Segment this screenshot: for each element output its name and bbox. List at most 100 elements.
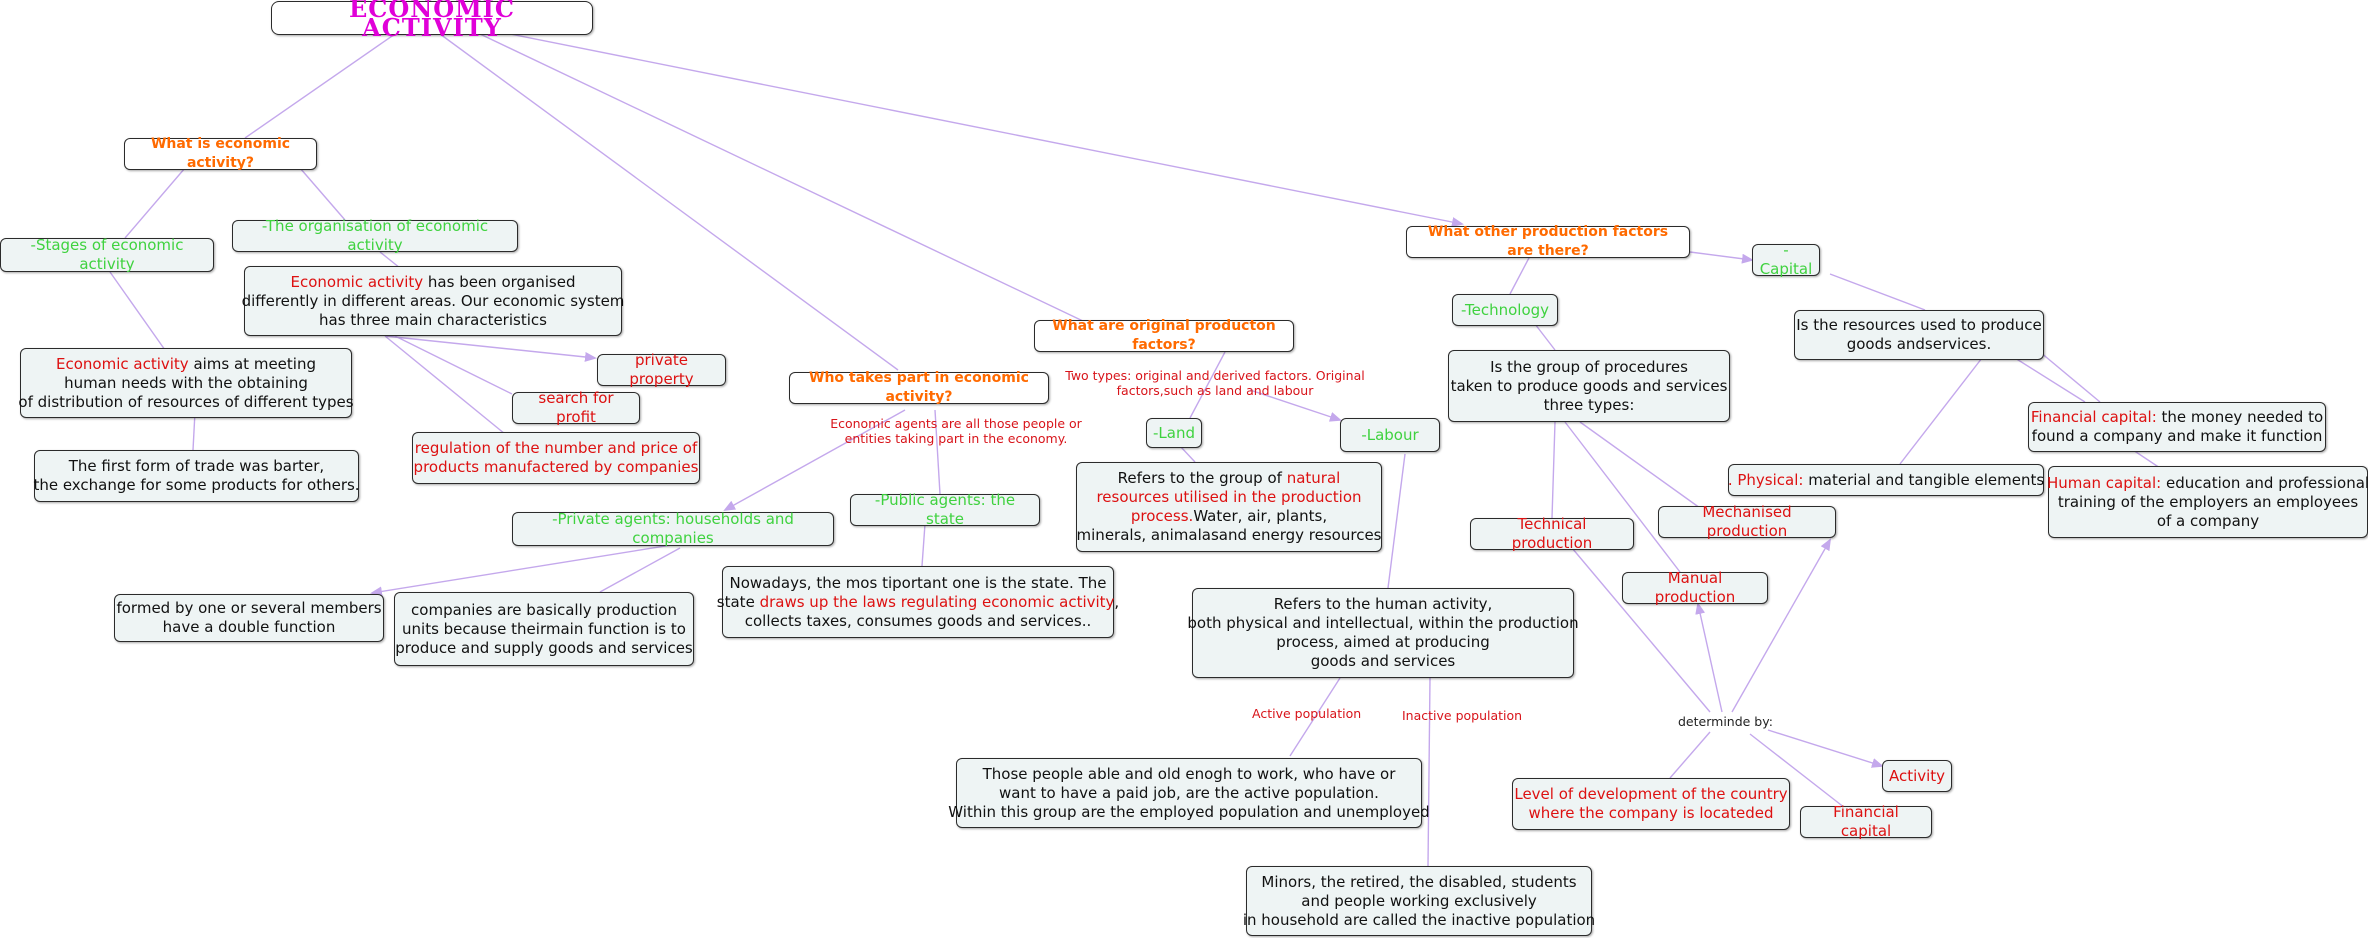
inactive-line3: in household are called the inactive pop… [1242,910,1596,929]
search-for-profit-text: search for profit [538,389,614,426]
link-org-private [384,335,597,362]
private-agents-node[interactable]: -Private agents: households and companie… [512,510,834,547]
stages-text: -Stages of economic activity [30,236,184,273]
human-line2: training of the employers an employees [2057,492,2359,511]
technology-text: -Technology [1460,300,1550,319]
capital-description[interactable]: Is the resources used to produce goods a… [1794,310,2044,360]
inactive-line2: and people working exclusively [1301,891,1537,910]
barter-node[interactable]: The first form of trade was barter, the … [33,450,360,502]
regulation-node[interactable]: regulation of the number and price of pr… [412,432,700,484]
link-public-state [921,523,926,567]
link-whatis-stages [124,167,186,239]
tech-line3: three types: [1543,395,1635,414]
question-who-takes-part[interactable]: Who takes part in economic activity? [789,370,1049,405]
financial-capital-node[interactable]: Financial capital [1800,803,1932,840]
link-tech-technical [1551,421,1556,519]
level-line2: where the company is locateded [1528,804,1774,822]
mechanised-production-node[interactable]: Mechanised production [1658,503,1836,540]
search-for-profit-node[interactable]: search for profit [512,389,640,426]
land-line4: minerals, animalasand energy resources [1076,526,1382,544]
technical-production-text: Technical production [1511,515,1593,552]
organisation-node[interactable]: -The organisation of economic activity [232,217,518,254]
link-determined-activity [1767,729,1884,768]
link-determined-manual [1695,602,1723,713]
private-property-node[interactable]: private property [597,351,726,388]
land-description[interactable]: Refers to the group of natural resources… [1076,462,1382,552]
level-line1: Level of development of the country [1514,785,1788,803]
link-determined-level [1669,731,1711,779]
economic-agents-line2: entities taking part in the economy. [844,431,1068,446]
manual-production-node[interactable]: Manual production [1622,569,1768,606]
capital-node[interactable]: -Capital [1752,241,1820,278]
link-determined-mechanised [1731,538,1831,713]
link-whatis-org [299,167,346,221]
active-population-description[interactable]: Those people able and old enogh to work,… [948,758,1430,828]
two-types-label: Two types: original and derived factors.… [1060,368,1370,398]
link-org-regulation [384,335,506,435]
barter-line2: the exchange for some products for other… [33,476,360,494]
link-aims-barter [192,411,196,451]
title-node[interactable]: ECONOMIC ACTIVITY [271,0,593,40]
technology-description[interactable]: Is the group of procedures taken to prod… [1448,350,1730,422]
companies-node[interactable]: companies are basically production units… [394,592,694,666]
physical-capital-node[interactable]: . Physical: material and tangible elemen… [1728,464,2044,496]
physical-rest: material and tangible elements [1803,470,2045,489]
land-post3: Water, air, plants, [1193,507,1328,525]
public-agents-node[interactable]: -Public agents: the state [850,491,1040,528]
link-other-technology [1509,255,1531,295]
technology-node[interactable]: -Technology [1452,294,1558,326]
org-desc-rest1: has been organised [423,272,576,291]
human-capital-node[interactable]: Human capital: education and professiona… [2046,466,2368,538]
link-capdesc-physical [1899,357,1983,465]
financial-capital-description[interactable]: Financial capital: the money needed to f… [2028,402,2326,452]
inactive-population-label: Inactive population [1402,708,1523,723]
question-original-text: What are original producton factors? [1052,318,1276,353]
organisation-text: -The organisation of economic activity [261,217,489,254]
aims-red: Economic activity [56,354,189,373]
stages-node[interactable]: -Stages of economic activity [0,236,214,273]
labour-description[interactable]: Refers to the human activity, both physi… [1187,588,1579,678]
determined-by-label: determinde by: [1678,714,1773,729]
fin-cap-rest1: the money needed to [2156,408,2324,426]
question-what-is-economic-activity[interactable]: What is economic activity? [124,136,317,171]
fin-cap-line2: found a company and make it function [2031,427,2323,445]
link-labour-active [1289,677,1341,757]
organisation-description[interactable]: Economic activity has been organised dif… [242,266,624,336]
inactive-line1: Minors, the retired, the disabled, stude… [1261,872,1577,891]
question-other-factors[interactable]: What other production factors are there? [1406,224,1690,259]
labour-line1: Refers to the human activity, [1273,595,1493,613]
aims-line2: human needs with the obtaining [64,373,308,392]
human-red: Human capital: [2046,473,2162,492]
link-org-desc [379,251,401,269]
financial-capital-text: Financial capital [1833,803,1899,840]
link-org-profit [394,335,513,395]
capital-text: -Capital [1759,241,1813,278]
human-rest1: education and professional [2161,473,2368,492]
state-pre2: state [716,592,760,611]
land-node[interactable]: -Land [1146,418,1202,448]
tech-line2: taken to produce goods and services [1450,376,1728,395]
link-title-other [489,29,1464,227]
state-description[interactable]: Nowadays, the mos tiportant one is the s… [717,566,1119,638]
activity-text: Activity [1888,766,1946,785]
state-red2: draws up the laws regulating economic ac… [759,592,1115,611]
question-who-text: Who takes part in economic activity? [809,370,1029,405]
question-original-factors[interactable]: What are original producton factors? [1034,318,1294,353]
land-red1: natural [1286,469,1341,487]
technical-production-node[interactable]: Technical production [1470,515,1634,552]
households-node[interactable]: formed by one or several members have a … [114,594,384,642]
link-private-companies [599,547,681,593]
aims-node[interactable]: Economic activity aims at meeting human … [18,348,354,418]
active-line2: want to have a paid job, are the active … [999,783,1379,802]
activity-node[interactable]: Activity [1882,760,1952,792]
level-of-development-node[interactable]: Level of development of the country wher… [1512,778,1790,830]
link-labour-desc [1387,453,1406,589]
inactive-population-description[interactable]: Minors, the retired, the disabled, stude… [1242,866,1596,936]
question-what-is-text: What is economic activity? [150,136,291,171]
regulation-line1: regulation of the number and price of [414,439,698,457]
private-property-text: private property [629,351,694,388]
link-who-private [723,409,906,511]
households-line2: have a double function [162,618,336,636]
mechanised-production-text: Mechanised production [1702,503,1792,540]
labour-node[interactable]: -Labour [1340,418,1440,452]
